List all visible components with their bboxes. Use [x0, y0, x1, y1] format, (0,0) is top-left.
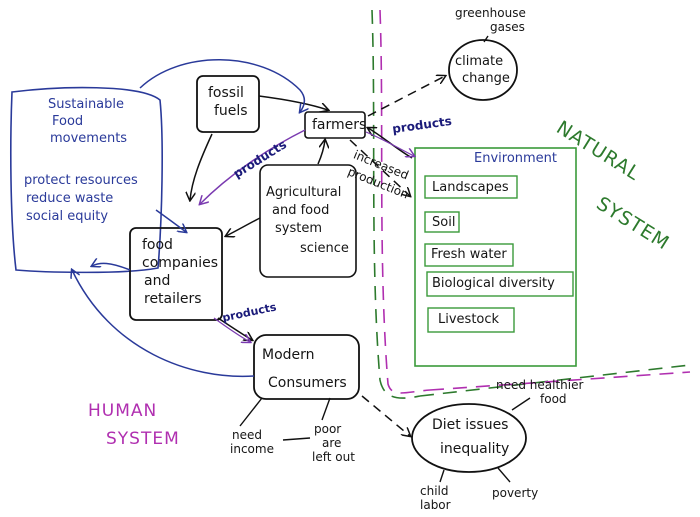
arrow-science-to-food [226, 217, 261, 236]
science-line2: and food [272, 203, 330, 218]
farmers-label: farmers [312, 117, 367, 133]
farmers-box [304, 111, 366, 139]
fossil-fuels-line1: fossil [208, 85, 244, 101]
climate-line2: change [462, 71, 510, 86]
line-diet-poverty [497, 467, 511, 483]
env-item-box-soil [424, 211, 460, 233]
arrow-food-to-sustainable [92, 263, 131, 271]
line-diet-healthier [511, 397, 531, 411]
science-box [259, 164, 357, 278]
env-item-biodiversity: Biological diversity [432, 276, 555, 291]
arrow-farmers-to-climate [367, 76, 445, 117]
sustainable-item-1: protect resources [24, 173, 138, 188]
science-line3: system [275, 221, 322, 236]
fossil-fuels-line2: fuels [214, 103, 248, 119]
env-item-box-fresh-water [424, 243, 514, 267]
label-poverty: poverty [492, 486, 539, 500]
arrow-fossil-to-farmers [258, 95, 328, 110]
line-income-poor [282, 437, 311, 441]
human-system-line2: SYSTEM [106, 429, 180, 449]
label-healthier-line2: food [540, 392, 567, 406]
label-poor-line1: poor [314, 422, 342, 436]
environment-box [414, 147, 577, 367]
label-child-line1: child [420, 484, 449, 498]
env-item-livestock: Livestock [438, 312, 500, 327]
env-item-box-landscapes [424, 175, 518, 199]
food-companies-line4: retailers [144, 291, 202, 307]
food-companies-line3: and [144, 273, 171, 289]
sustainable-item-2: reduce waste [26, 191, 114, 206]
sustainable-title-line3: movements [50, 131, 128, 146]
label-poor-line3: left out [312, 450, 355, 464]
modern-consumers-line1: Modern [262, 347, 315, 363]
env-item-soil: Soil [432, 215, 456, 230]
fossil-fuels-box [196, 75, 260, 133]
climate-ellipse [448, 39, 518, 101]
label-need-income-line1: need [232, 428, 262, 442]
label-poor-line2: are [322, 436, 342, 450]
arrow-consumers-to-diet [361, 395, 410, 436]
arrow-science-to-farmers [317, 140, 325, 165]
diet-line2: inequality [440, 441, 510, 457]
diet-line1: Diet issues [432, 417, 509, 433]
arrow-sustainable-to-food [155, 209, 186, 232]
env-item-box-livestock [427, 307, 515, 333]
arrow-food-consumers-products [213, 317, 250, 342]
human-system-line1: HUMAN [88, 401, 158, 421]
env-item-landscapes: Landscapes [432, 180, 509, 195]
env-item-box-biodiversity [426, 271, 574, 297]
diet-ellipse [411, 403, 527, 473]
food-companies-line1: food [142, 237, 173, 253]
environment-title: Environment [474, 151, 558, 166]
line-greenhouse-to-climate [483, 35, 489, 43]
label-child-line2: labor [420, 498, 451, 512]
line-consumers-poor [321, 397, 331, 421]
arrow-farmers-to-food-products [200, 129, 306, 204]
sustainable-title-line2: Food [52, 114, 84, 129]
greenhouse-line2: gases [490, 20, 525, 34]
label-healthier-line1: need healthier [496, 378, 584, 392]
modern-consumers-box [253, 334, 360, 400]
arrow-sustainable-to-farmers [139, 59, 305, 112]
arrow-fossil-to-food [190, 133, 213, 200]
science-line1: Agricultural [266, 185, 342, 200]
natural-system-boundary [371, 9, 691, 399]
line-diet-child [439, 469, 445, 483]
food-companies-line2: companies [142, 255, 219, 271]
env-item-fresh-water: Fresh water [431, 247, 507, 262]
line-consumers-need-income [239, 397, 263, 427]
arrow-farmers-to-environment [349, 139, 410, 196]
climate-line1: climate [455, 54, 504, 69]
arrow-consumers-to-sustainable [72, 270, 255, 378]
modern-consumers-line2: Consumers [268, 375, 347, 391]
sustainable-box [10, 86, 163, 274]
food-companies-box [129, 227, 223, 321]
label-need-income-line2: income [230, 442, 274, 456]
sustainable-item-3: social equity [26, 209, 109, 224]
greenhouse-line1: greenhouse [455, 6, 526, 20]
arrow-farmers-env-products [365, 131, 414, 156]
science-line4: science [300, 241, 349, 256]
sustainable-title-line1: Sustainable [48, 97, 125, 112]
